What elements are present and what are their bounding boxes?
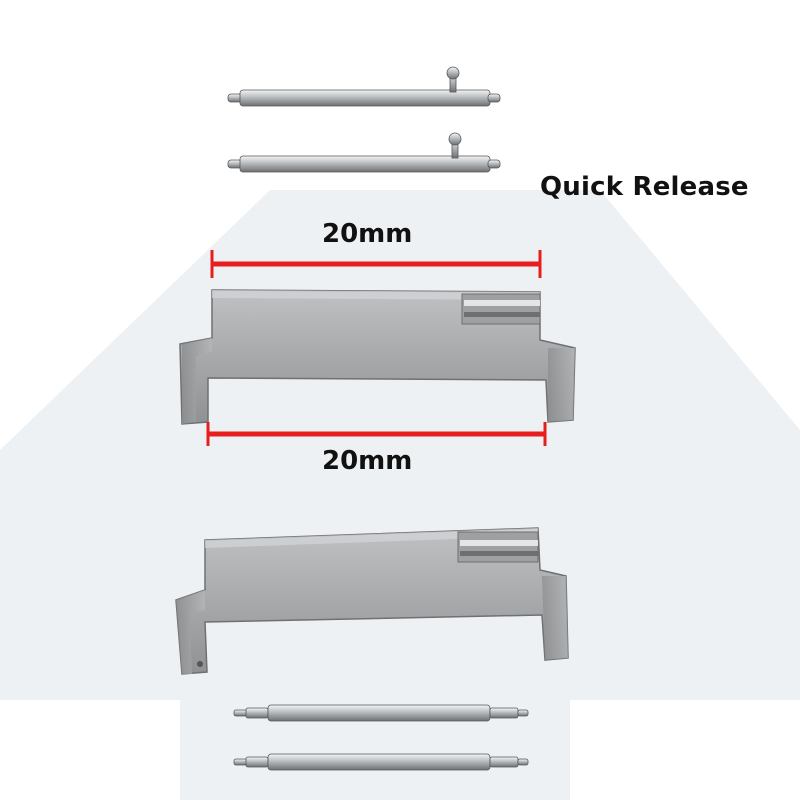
quick-release-pin-2 [227, 132, 501, 173]
strap-adapter-bottom [175, 527, 569, 675]
spring-bar-2 [233, 753, 529, 771]
dimension-line-bottom [206, 422, 547, 446]
dimension-line-top [210, 250, 542, 278]
spring-bar-1 [233, 704, 529, 722]
strap-adapter-top [179, 289, 576, 425]
dimension-label-top: 20mm [322, 219, 413, 249]
quick-release-label: Quick Release [540, 172, 749, 202]
quick-release-pin-1 [227, 66, 501, 107]
dimension-label-bottom: 20mm [322, 446, 413, 476]
